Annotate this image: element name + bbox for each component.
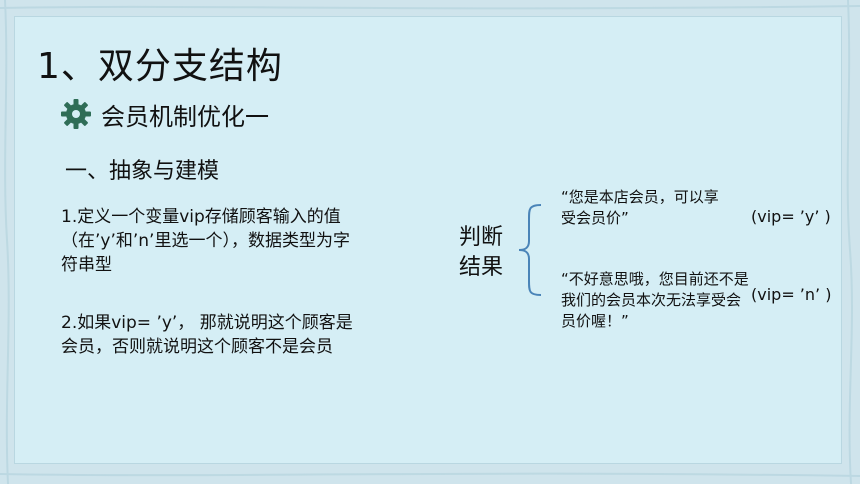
section-heading: 一、抽象与建模 <box>65 159 220 184</box>
result-nonmember: “不好意思哦，您目前还不是我们的会员本次无法享受会员价喔！” <box>561 270 749 330</box>
paragraph-1: 1.定义一个变量vip存储顾客输入的值（在’y’和’n’里选一个），数据类型为字… <box>61 207 350 275</box>
condition-n: (vip= ’n’ ) <box>751 285 832 304</box>
subtitle: 会员机制优化一 <box>101 103 269 131</box>
judge-result-label: 判断结果 <box>459 225 504 280</box>
gear-icon <box>61 99 91 129</box>
condition-y: (vip= ’y’ ) <box>751 207 831 226</box>
slide-panel: 1、双分支结构 会员机制优化一 一、抽象与建模 1.定义一个变量vip存储顾客输… <box>14 16 842 464</box>
paragraph-2: 2.如果vip= ’y’， 那就说明这个顾客是会员，否则就说明这个顾客不是会员 <box>61 313 353 357</box>
result-member: “您是本店会员，可以享受会员价” <box>561 188 719 227</box>
curly-brace <box>518 204 542 296</box>
slide-title: 1、双分支结构 <box>37 46 283 87</box>
